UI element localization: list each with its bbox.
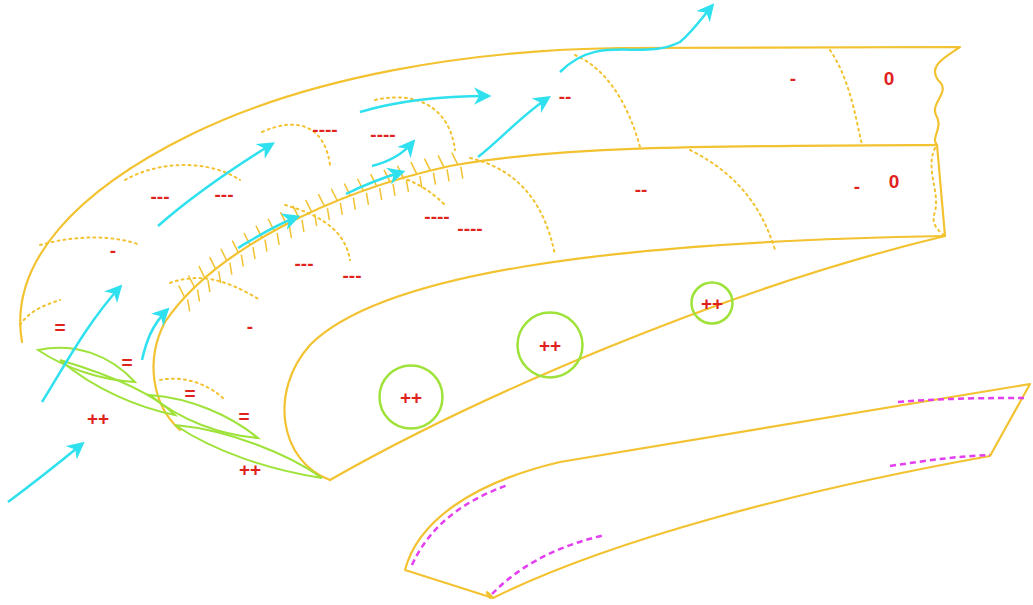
pressure-symbol: ++	[87, 409, 109, 428]
feather-barb	[424, 159, 430, 171]
high-pressure-circle: ++	[378, 364, 444, 430]
pressure-symbol: ----	[424, 207, 449, 226]
pressure-symbol: ++	[239, 460, 261, 479]
airflow-arrow	[372, 142, 413, 166]
feather-barb	[461, 167, 463, 179]
pressure-symbol: ----	[370, 125, 395, 144]
pressure-symbol: ---	[215, 185, 234, 204]
pressure-symbol: -	[247, 317, 253, 336]
pressure-symbol: ++	[701, 294, 723, 313]
feather-barb	[265, 240, 267, 252]
pressure-symbol: --	[559, 87, 572, 106]
feather-barb	[380, 188, 382, 200]
feather-barb	[188, 299, 190, 311]
pressure-symbol: ++	[539, 336, 561, 355]
pressure-symbol: 0	[889, 172, 900, 191]
feather-barb	[189, 276, 195, 288]
feather-barb	[306, 200, 312, 212]
feather-barb	[420, 176, 422, 188]
feather-barb	[198, 290, 200, 302]
upper-feather	[20, 47, 960, 342]
feather-barb	[253, 247, 255, 259]
middle-feather	[165, 145, 945, 480]
covert-feather	[150, 395, 258, 438]
feather-barb	[302, 220, 304, 232]
feather-barb	[331, 189, 337, 201]
feather-barb	[219, 271, 221, 283]
airflow-arrow	[360, 96, 488, 112]
high-pressure-circle: ++	[516, 311, 584, 379]
feather-barb	[179, 285, 185, 297]
circle-outline	[692, 283, 733, 324]
pressure-symbol: =	[121, 353, 132, 372]
pressure-symbol: =	[184, 384, 195, 403]
pressure-symbol: -	[790, 69, 796, 88]
feather-barb	[340, 203, 342, 215]
feather-barb	[327, 208, 329, 220]
covert-feather	[60, 360, 175, 415]
airflow-arrow	[8, 444, 82, 502]
pressure-symbol: ----	[457, 219, 482, 238]
feather-barb	[433, 173, 435, 185]
feather-barb	[353, 198, 355, 210]
airflow-arrow	[560, 6, 712, 72]
pressure-symbol: ---	[151, 187, 170, 206]
feather-barb	[318, 194, 324, 206]
feather-barb	[289, 226, 291, 238]
pressure-symbol: ----	[312, 120, 337, 139]
feather-barb	[208, 280, 210, 292]
pressure-symbol: ++	[400, 388, 422, 407]
feather-barb	[210, 257, 216, 269]
feather-barb	[406, 180, 408, 192]
feather-barb	[241, 255, 243, 267]
lower-feather	[405, 384, 1030, 598]
pressure-symbol: -	[854, 177, 860, 196]
covert-feather	[175, 425, 322, 478]
feather-barb	[221, 249, 227, 261]
feather-barb	[230, 263, 232, 275]
pressure-symbol: --	[635, 180, 648, 199]
high-pressure-circle: ++	[690, 281, 734, 325]
airflow-arrow	[158, 144, 272, 226]
pressure-symbol: ---	[343, 266, 362, 285]
airflow-arrow	[142, 310, 167, 360]
pressure-symbol: 0	[884, 69, 895, 88]
feather-barb	[315, 214, 317, 226]
feather-barb	[411, 162, 417, 174]
feather-barb	[452, 153, 458, 165]
covert-feather	[38, 348, 135, 382]
feather-barb	[447, 169, 449, 181]
feather-barb	[277, 233, 279, 245]
pressure-symbol: -	[110, 241, 116, 260]
feather-barb	[232, 241, 238, 253]
airflow-arrow	[346, 172, 402, 194]
feather-barb	[366, 193, 368, 205]
circle-outline	[380, 366, 443, 429]
circle-outline	[518, 313, 583, 378]
airflow-arrow	[238, 217, 297, 248]
feather-barb	[438, 155, 444, 167]
pressure-symbol: =	[238, 407, 249, 426]
airfoil-body	[284, 236, 945, 480]
pressure-symbol: ---	[295, 254, 314, 273]
pressure-symbol: =	[54, 318, 65, 337]
feather-barb	[199, 266, 205, 278]
airflow-arrow	[42, 287, 120, 402]
airflow-arrow	[478, 98, 548, 157]
feather-barb	[393, 184, 395, 196]
